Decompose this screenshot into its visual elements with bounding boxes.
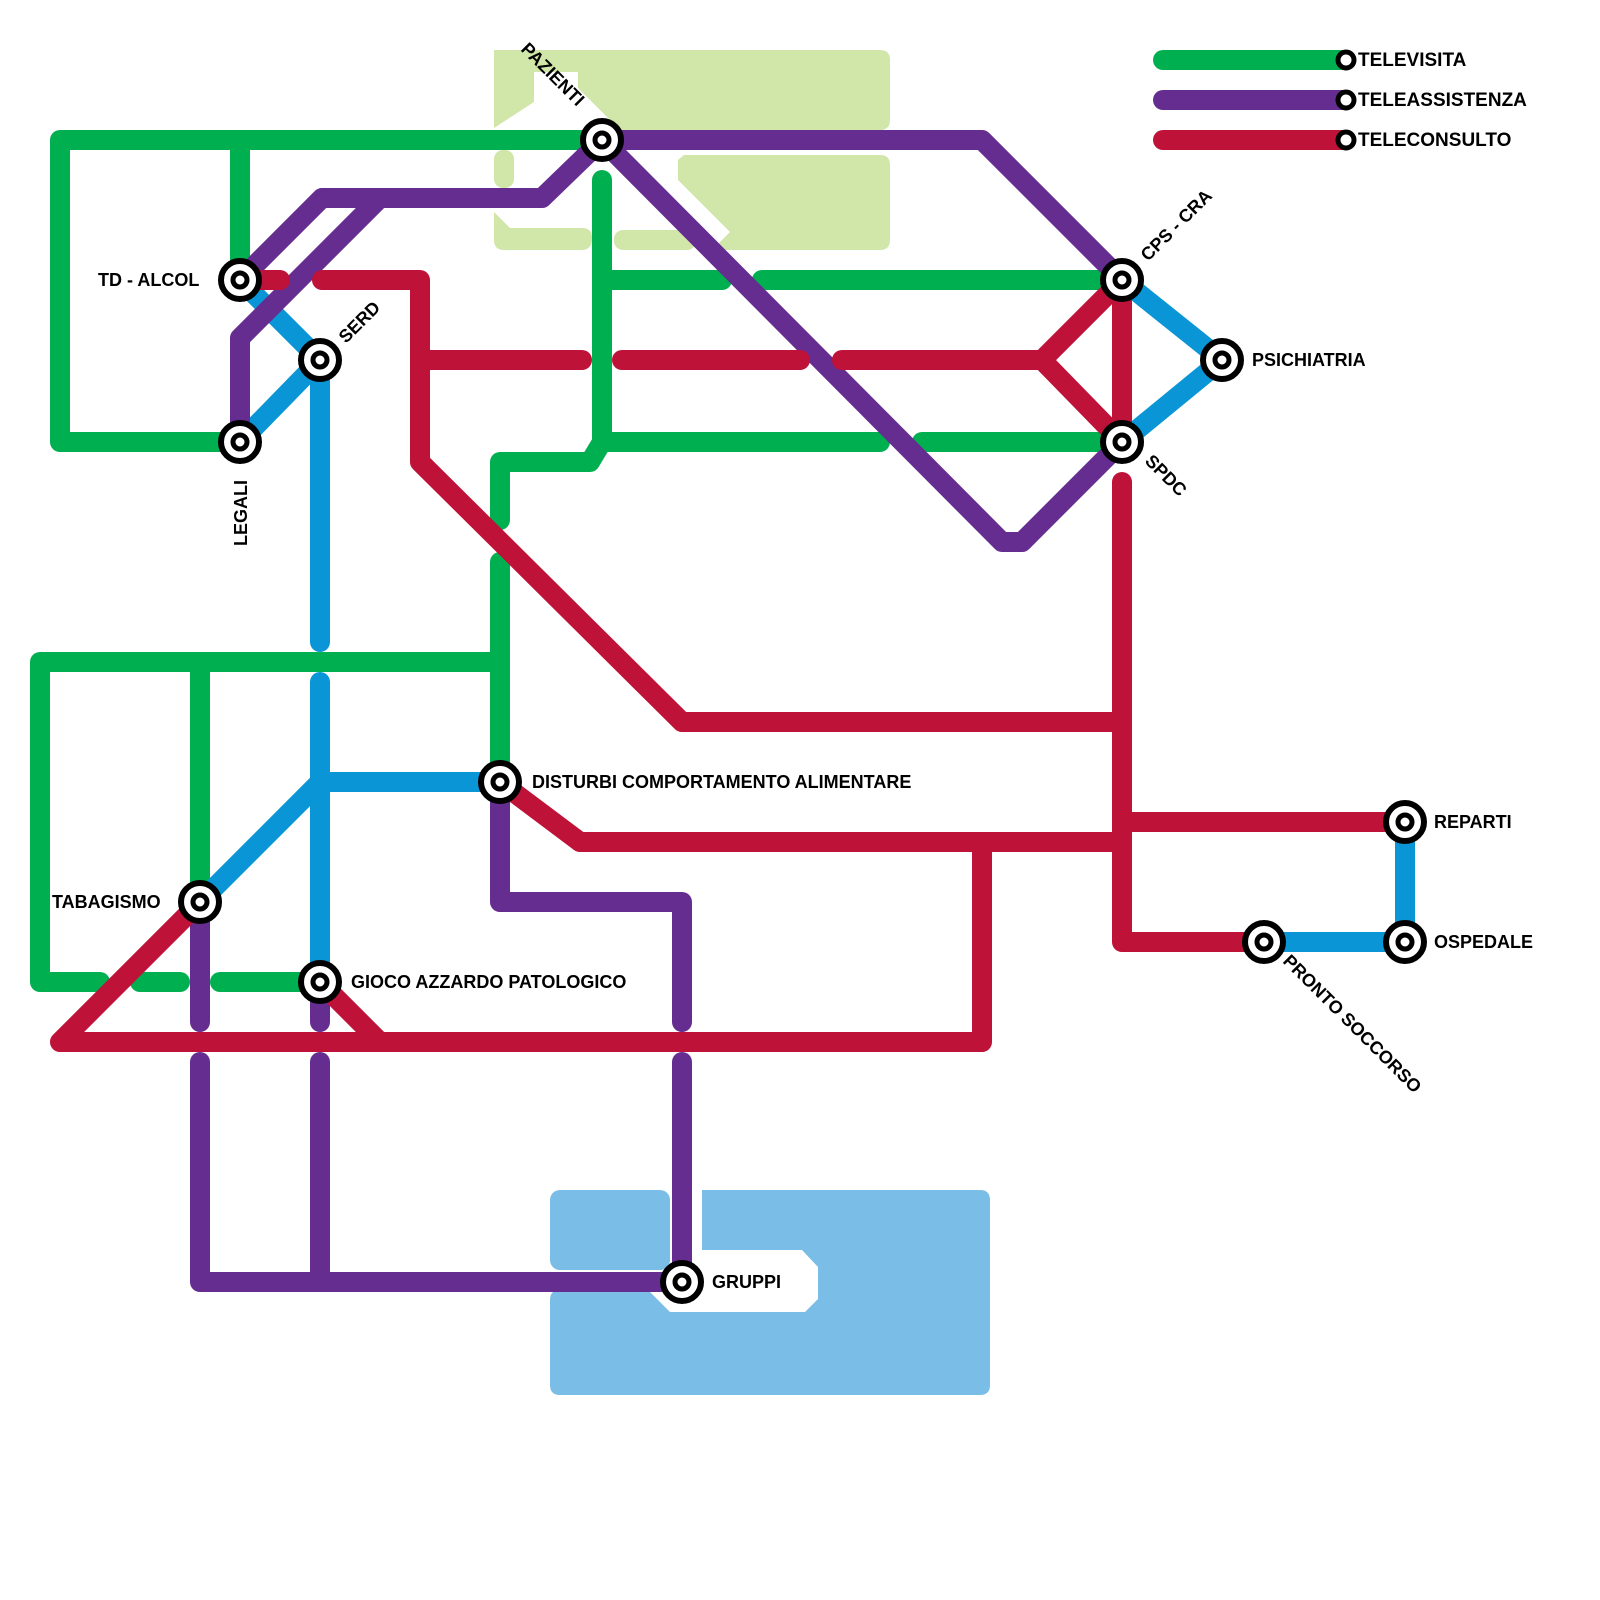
station-dot-icon <box>1395 812 1415 832</box>
area-gruppi-shape-2 <box>550 1190 990 1395</box>
area-pazienti-shape-5 <box>614 230 696 250</box>
teleconsulto-line <box>1112 472 1274 952</box>
station-legali[interactable] <box>218 420 262 464</box>
station-label-dca: DISTURBI COMPORTAMENTO ALIMENTARE <box>532 772 911 792</box>
area-gruppi <box>550 1190 990 1395</box>
station-dot-icon <box>1212 350 1232 370</box>
station-cps-cra[interactable] <box>1100 258 1144 302</box>
station-label-ospedale: OSPEDALE <box>1434 932 1533 952</box>
legend-label-teleassistenza: TELEASSISTENZA <box>1358 90 1527 111</box>
station-gioco[interactable] <box>298 960 342 1004</box>
area-pazienti-shape <box>494 50 890 130</box>
teleassistenza-line <box>490 772 692 1032</box>
teleassistenza-line <box>592 130 1132 552</box>
station-label-gruppi: GRUPPI <box>712 1272 781 1292</box>
teleconsulto-line <box>490 772 1132 852</box>
legend: TELEVISITA TELEASSISTENZA TELECONSULTO <box>1153 49 1527 151</box>
station-label-legali: LEGALI <box>231 480 251 546</box>
station-dot-icon <box>310 972 330 992</box>
area-pazienti <box>494 50 890 250</box>
station-label-pronto-soccorso: PRONTO SOCCORSO <box>1279 951 1425 1097</box>
station-dot-icon <box>230 270 250 290</box>
station-label-td-alcol: TD - ALCOL <box>98 270 199 290</box>
legend-label-teleconsulto: TELECONSULTO <box>1358 130 1511 151</box>
station-dot-icon <box>310 350 330 370</box>
stations <box>178 118 1427 1304</box>
teleassistenza-line <box>230 130 612 290</box>
station-dot-icon <box>230 432 250 452</box>
station-serd[interactable] <box>298 338 342 382</box>
station-label-gioco: GIOCO AZZARDO PATOLOGICO <box>351 972 626 992</box>
teleassistenza-line <box>592 130 1132 290</box>
station-pazienti[interactable] <box>580 118 624 162</box>
area-pazienti-shape-3 <box>494 150 514 188</box>
station-psichiatria[interactable] <box>1200 338 1244 382</box>
station-dot-icon <box>672 1272 692 1292</box>
televisita-line <box>30 652 510 992</box>
station-dot-icon <box>1112 432 1132 452</box>
area-pazienti-shape-2 <box>678 155 890 250</box>
station-td-alcol[interactable] <box>218 258 262 302</box>
station-spdc[interactable] <box>1100 420 1144 464</box>
legend-terminal-icon <box>1335 49 1357 71</box>
legend-terminal-icon <box>1335 129 1357 151</box>
station-label-tabagismo: TABAGISMO <box>52 892 161 912</box>
station-dot-icon <box>1254 932 1274 952</box>
station-gruppi[interactable] <box>660 1260 704 1304</box>
link-line <box>190 772 510 912</box>
station-reparti[interactable] <box>1383 800 1427 844</box>
legend-terminal-icon <box>1335 89 1357 111</box>
televisita-line <box>50 130 612 452</box>
station-pronto-soccorso[interactable] <box>1242 920 1286 964</box>
televisita-line <box>490 432 612 530</box>
station-dot-icon <box>490 772 510 792</box>
teleassistenza-line <box>190 1052 692 1292</box>
station-dot-icon <box>592 130 612 150</box>
station-dot-icon <box>1395 932 1415 952</box>
station-label-spdc: SPDC <box>1141 451 1191 501</box>
station-label-reparti: REPARTI <box>1434 812 1512 832</box>
teleassistenza-line <box>230 188 390 452</box>
area-pazienti-shape-4 <box>494 212 592 250</box>
station-ospedale[interactable] <box>1383 920 1427 964</box>
teleconsulto-line <box>312 270 1132 732</box>
legend-label-televisita: TELEVISITA <box>1358 50 1467 71</box>
area-gruppi-shape-1 <box>550 1190 670 1270</box>
legend-item-televisita: TELEVISITA <box>1153 49 1467 71</box>
station-dot-icon <box>190 892 210 912</box>
legend-item-teleassistenza: TELEASSISTENZA <box>1153 89 1527 111</box>
link-line <box>1254 812 1415 952</box>
station-label-serd: SERD <box>335 297 385 347</box>
teleconsulto-line <box>50 832 992 1052</box>
legend-item-teleconsulto: TELECONSULTO <box>1153 129 1511 151</box>
station-label-cps-cra: CPS - CRA <box>1137 186 1216 265</box>
station-dca[interactable] <box>478 760 522 804</box>
lines <box>30 130 1415 1292</box>
station-dot-icon <box>1112 270 1132 290</box>
station-tabagismo[interactable] <box>178 880 222 924</box>
station-label-psichiatria: PSICHIATRIA <box>1252 350 1366 370</box>
